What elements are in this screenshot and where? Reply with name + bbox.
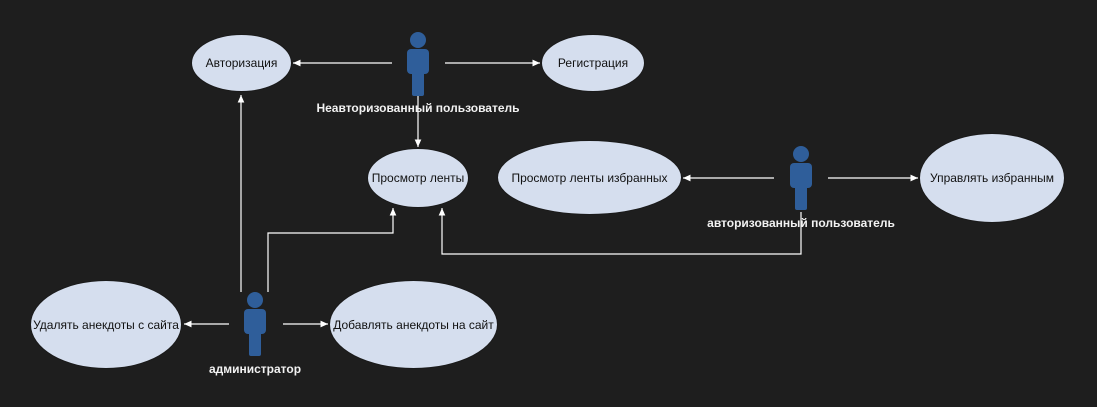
actor-admin-label: администратор xyxy=(208,362,302,376)
actor-unauthorized-label: Неавторизованный пользователь xyxy=(316,101,520,115)
actor-unauthorized[interactable] xyxy=(405,32,431,96)
usecase-view-feed[interactable]: Просмотр ленты xyxy=(367,148,469,208)
usecase-delete-jokes-label: Удалять анекдоты с сайта xyxy=(33,317,179,332)
usecase-manage-favorites-label: Управлять избранным xyxy=(929,171,1055,185)
usecase-authorization-label: Авторизация xyxy=(205,56,278,70)
usecase-add-jokes[interactable]: Добавлять анекдоты на сайт xyxy=(329,280,498,369)
usecase-authorization[interactable]: Авторизация xyxy=(191,34,292,92)
usecase-manage-favorites[interactable]: Управлять избранным xyxy=(919,133,1065,223)
usecase-registration-label: Регистрация xyxy=(557,56,629,70)
user-icon xyxy=(244,292,266,356)
actor-admin[interactable] xyxy=(242,292,268,356)
user-icon xyxy=(790,146,812,210)
usecase-view-feed-label: Просмотр ленты xyxy=(371,171,465,185)
edge-admin-to-view-feed xyxy=(267,208,397,292)
edge-authorized-to-view-feed xyxy=(438,208,802,255)
actor-authorized[interactable] xyxy=(788,146,814,210)
user-icon xyxy=(407,32,429,96)
usecase-view-favorites-feed[interactable]: Просмотр ленты избранных xyxy=(497,140,682,215)
usecase-add-jokes-label: Добавлять анекдоты на сайт xyxy=(333,317,494,332)
usecase-delete-jokes[interactable]: Удалять анекдоты с сайта xyxy=(30,280,182,369)
usecase-registration[interactable]: Регистрация xyxy=(541,34,645,92)
usecase-view-favorites-feed-label: Просмотр ленты избранных xyxy=(511,170,668,185)
actor-authorized-label: авторизованный пользователь xyxy=(707,216,895,230)
